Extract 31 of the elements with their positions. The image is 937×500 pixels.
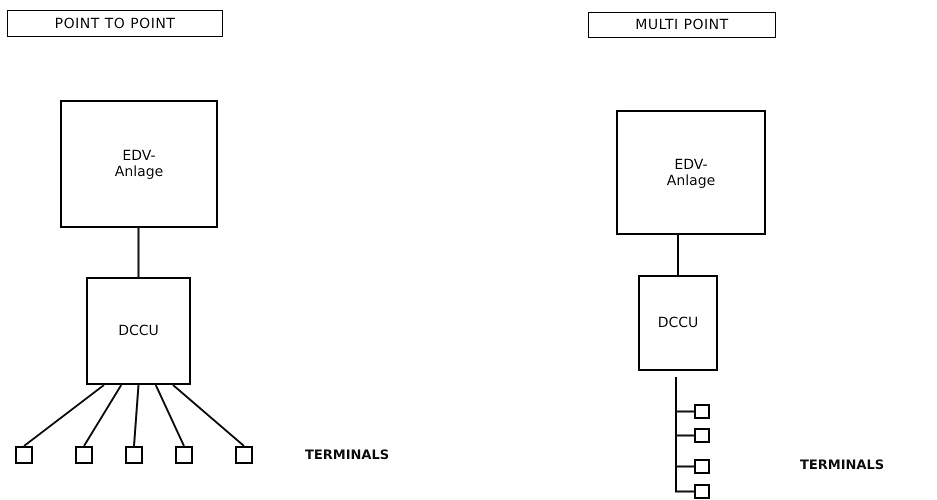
connector-line <box>172 384 245 447</box>
connector-line <box>138 228 140 277</box>
connector-line <box>23 384 105 447</box>
connector-line <box>83 384 122 447</box>
terminal-box <box>694 484 710 499</box>
heading: POINT TO POINT <box>54 16 176 32</box>
connector-line <box>154 384 185 446</box>
computer-box <box>60 100 218 228</box>
connector-line <box>677 235 679 275</box>
connector-line <box>675 377 694 492</box>
heading-box <box>588 12 776 38</box>
connector-line <box>133 384 140 446</box>
controller-box <box>86 277 191 385</box>
terminal-box <box>235 446 253 464</box>
computer-box <box>616 110 766 235</box>
terminal-box <box>175 446 193 464</box>
node-label: EDV- Anlage <box>666 156 716 188</box>
heading: MULTI POINT <box>635 17 729 33</box>
controller-box <box>638 275 718 371</box>
heading-box <box>7 10 223 37</box>
terminal-box <box>15 446 33 464</box>
terminal-box <box>75 446 93 464</box>
terminal-box <box>694 459 710 474</box>
terminal-box <box>694 404 710 419</box>
terminals-label: TERMINALS <box>800 458 884 473</box>
terminal-box <box>125 446 143 464</box>
node-label: EDV- Anlage <box>114 148 164 180</box>
node-label: DCCU <box>118 323 159 339</box>
terminals-label: TERMINALS <box>305 448 390 463</box>
terminal-box <box>694 428 710 443</box>
node-label: DCCU <box>658 315 698 331</box>
